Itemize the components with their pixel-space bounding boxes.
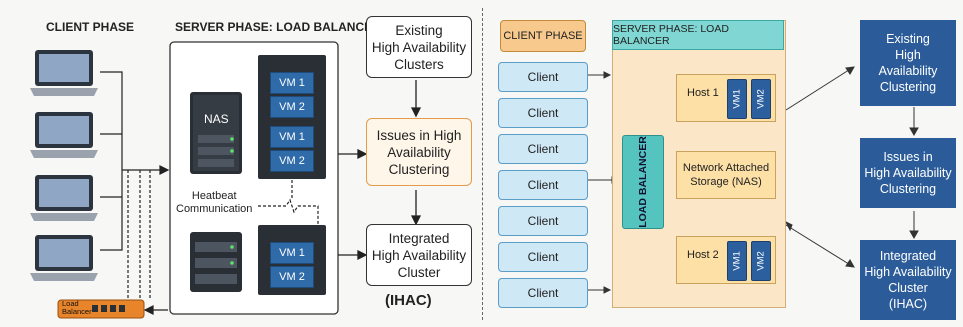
- integrated-cluster-box: Integrated High Availability Cluster: [366, 224, 472, 286]
- vm1-tile: VM 1: [270, 242, 314, 264]
- storage-server-icon: [190, 232, 242, 292]
- laptop-icon: [30, 112, 98, 158]
- vm2-tile: VM2: [751, 79, 771, 119]
- vm2-tile: VM2: [751, 241, 771, 281]
- host-1-label: Host 1: [687, 87, 719, 99]
- client-box: Client: [498, 170, 588, 200]
- issues-clustering-box-right: Issues in High Availability Clustering: [860, 138, 956, 208]
- integrated-cluster-box-right: Integrated High Availability Cluster (IH…: [860, 240, 956, 320]
- load-balancer-block: LOAD BALANCER: [622, 135, 664, 229]
- existing-clustering-box: Existing High Availability Clustering: [860, 20, 956, 106]
- vm2-tile: VM 2: [270, 150, 314, 172]
- nas-label: NAS: [204, 112, 229, 126]
- heartbeat-label: Heatbeat Communication: [176, 190, 253, 215]
- load-balancer-label: LOAD BALANCER: [637, 136, 649, 228]
- server-phase-header: SERVER PHASE: LOAD BALANCER: [612, 20, 784, 50]
- laptop-icon: [30, 235, 98, 281]
- vm1-tile: VM 1: [270, 126, 314, 148]
- client-box: Client: [498, 242, 588, 272]
- load-balancer-device-label: Load Balancer: [62, 299, 92, 316]
- laptop-icon: [30, 50, 98, 96]
- client-box: Client: [498, 278, 588, 308]
- vm1-tile: VM 1: [270, 72, 314, 94]
- ihac-label: (IHAC): [385, 292, 432, 309]
- client-box: Client: [498, 98, 588, 128]
- vm2-tile: VM 2: [270, 266, 314, 288]
- issues-clustering-box: Issues in High Availability Clustering: [366, 118, 472, 186]
- host-2-label: Host 2: [687, 249, 719, 261]
- vm1-tile: VM1: [727, 241, 747, 281]
- load-balancer-device-icon: [57, 299, 145, 319]
- host-2-box: Host 2 VM1 VM2: [676, 236, 776, 284]
- laptop-icon: [30, 175, 98, 221]
- vm1-tile: VM1: [727, 79, 747, 119]
- half-divider: [482, 8, 483, 320]
- client-box: Client: [498, 62, 588, 92]
- client-phase-header: CLIENT PHASE: [500, 20, 586, 52]
- host-1-box: Host 1 VM1 VM2: [676, 74, 776, 122]
- nas-server-icon: [190, 92, 242, 174]
- existing-clusters-box: Existing High Availability Clusters: [366, 16, 472, 78]
- client-phase-title: CLIENT PHASE: [46, 20, 135, 34]
- nas-box: Network Attached Storage (NAS): [676, 151, 776, 199]
- vm2-tile: VM 2: [270, 96, 314, 118]
- client-box: Client: [498, 134, 588, 164]
- client-box: Client: [498, 206, 588, 236]
- server-phase-title: SERVER PHASE: LOAD BALANCER: [175, 20, 381, 34]
